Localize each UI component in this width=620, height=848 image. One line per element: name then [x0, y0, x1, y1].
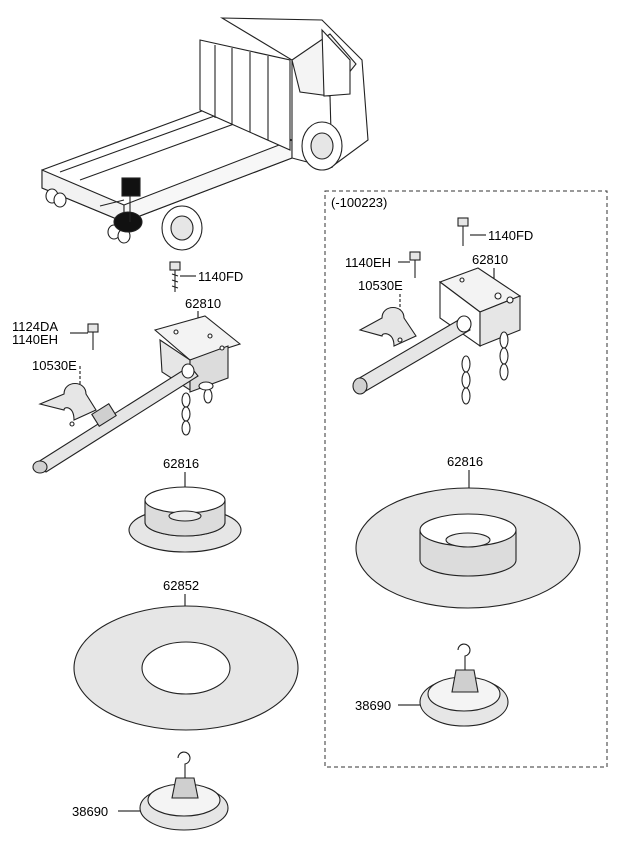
bolt-1140fd-left: [169, 261, 181, 292]
bracket-10530e-left: [38, 382, 97, 427]
bolt-1140fd-right: [457, 217, 469, 246]
label-62810-right: 62810: [472, 252, 508, 267]
carrier-62810-right: [438, 267, 522, 405]
cover-62852-left: [73, 605, 299, 731]
shaft-left: [32, 363, 199, 474]
holder-62816-left: [128, 486, 242, 553]
label-1140eh-right: 1140EH: [345, 255, 391, 270]
hanger-38690-right: [419, 643, 509, 727]
truck-illustration: [41, 17, 369, 251]
label-62816-left: 62816: [163, 456, 199, 471]
bolt-1140eh-right: [409, 251, 421, 278]
bolt-1124da-left: [87, 323, 99, 350]
right-carrier-assembly: 1140FD 1140EH 62810: [345, 217, 581, 727]
carrier-62810-left: [153, 315, 242, 436]
label-62852-left: 62852: [163, 578, 199, 593]
holder-62816-right: [355, 487, 581, 609]
shaft-right: [352, 315, 472, 395]
variant-label: (-100223): [331, 195, 387, 210]
label-1140fd-right: 1140FD: [488, 228, 533, 243]
label-62810-left: 62810: [185, 296, 221, 311]
label-1140fd-left: 1140FD: [198, 269, 243, 284]
label-62816-right: 62816: [447, 454, 483, 469]
label-1124da-left: 1124DA: [12, 319, 58, 334]
label-10530e-right: 10530E: [358, 278, 403, 293]
label-10530e-left: 10530E: [32, 358, 77, 373]
label-1140eh-left: 1140EH: [12, 332, 58, 347]
label-38690-left: 38690: [72, 804, 108, 819]
left-carrier-assembly: 1140FD 62810: [12, 261, 299, 831]
bracket-10530e-right: [358, 306, 417, 347]
label-38690-right: 38690: [355, 698, 391, 713]
variant-box: [324, 190, 608, 768]
hanger-38690-left: [139, 751, 229, 831]
